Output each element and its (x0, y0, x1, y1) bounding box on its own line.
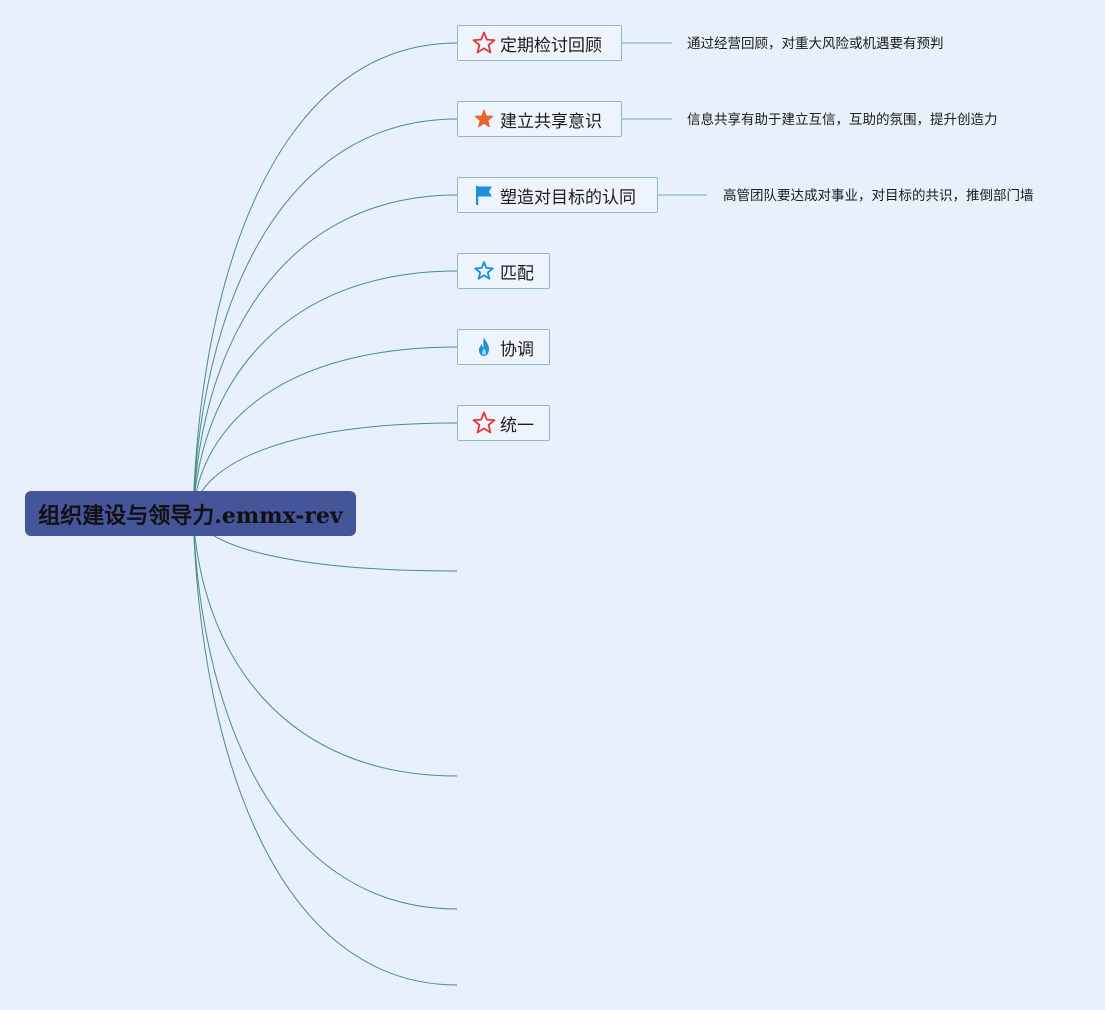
topic-label: 定期检讨回顾 (500, 35, 602, 56)
topic-note-shared-awareness: 信息共享有助于建立互信，互助的氛围，提升创造力 (687, 112, 998, 128)
branch-line-goal-identity (192, 194, 458, 514)
empty-branch-line (192, 512, 458, 777)
branch-line-coordinate (192, 346, 458, 514)
topic-unify[interactable]: 统一 (457, 405, 550, 441)
topic-coordinate[interactable]: 协调 (457, 329, 550, 365)
red-outline-star-icon (472, 411, 496, 435)
topic-label: 匹配 (500, 263, 534, 284)
topic-shared-awareness[interactable]: 建立共享意识 (457, 101, 622, 137)
branch-line-shared-awareness (192, 118, 458, 514)
topic-note-periodic-review: 通过经营回顾，对重大风险或机遇要有预判 (687, 36, 944, 52)
topic-label: 塑造对目标的认同 (500, 187, 636, 208)
branch-line-periodic-review (192, 42, 458, 514)
empty-branch-line (192, 512, 458, 986)
blue-flag-icon (472, 183, 496, 207)
topic-match[interactable]: 匹配 (457, 253, 550, 289)
topic-label: 协调 (500, 339, 534, 360)
blue-outline-star-icon (472, 259, 496, 283)
blue-flame-icon (472, 335, 496, 359)
topic-goal-identity[interactable]: 塑造对目标的认同 (457, 177, 658, 213)
note-connectors (622, 42, 707, 196)
empty-branch-line (192, 512, 458, 910)
topic-label: 统一 (500, 415, 534, 436)
topic-periodic-review[interactable]: 定期检讨回顾 (457, 25, 622, 61)
red-outline-star-icon (472, 31, 496, 55)
topic-note-goal-identity: 高管团队要达成对事业，对目标的共识，推倒部门墙 (723, 188, 1034, 204)
branch-line-match (192, 270, 458, 514)
root-topic-label: 组织建设与领导力.emmx-rev (38, 502, 343, 529)
root-topic[interactable]: 组织建设与领导力.emmx-rev (25, 491, 356, 536)
orange-star-icon (472, 107, 496, 131)
topic-label: 建立共享意识 (500, 111, 602, 132)
